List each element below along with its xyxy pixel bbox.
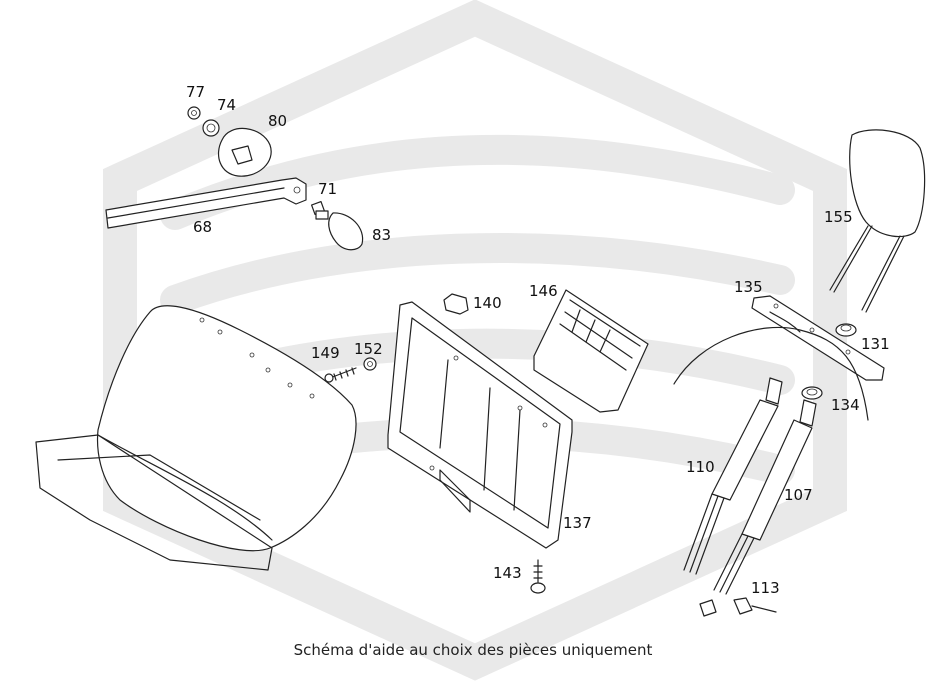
part-146-pad bbox=[533, 289, 649, 413]
label-part-74[interactable]: 74 bbox=[217, 96, 237, 114]
label-part-155[interactable]: 155 bbox=[824, 208, 853, 226]
part-77-nut bbox=[187, 106, 201, 120]
label-part-131[interactable]: 131 bbox=[861, 335, 890, 353]
label-part-77[interactable]: 77 bbox=[186, 83, 206, 101]
part-83-cap bbox=[328, 212, 364, 251]
backrest-outline bbox=[673, 326, 869, 421]
part-152-washer bbox=[363, 357, 377, 371]
label-part-68[interactable]: 68 bbox=[193, 218, 213, 236]
part-149-screw bbox=[324, 367, 357, 383]
part-74-washer bbox=[202, 119, 220, 137]
label-part-152[interactable]: 152 bbox=[354, 340, 383, 358]
part-110-strut bbox=[683, 377, 783, 575]
part-137-frame bbox=[387, 301, 573, 549]
part-68-rail bbox=[105, 177, 307, 229]
label-part-71[interactable]: 71 bbox=[318, 180, 338, 198]
label-part-143[interactable]: 143 bbox=[493, 564, 522, 582]
part-131-guide bbox=[835, 323, 857, 337]
part-140-clip bbox=[443, 293, 469, 315]
label-part-110[interactable]: 110 bbox=[686, 458, 715, 476]
label-part-140[interactable]: 140 bbox=[473, 294, 502, 312]
part-71-bolt bbox=[310, 200, 329, 220]
part-135-plate bbox=[751, 295, 885, 381]
label-part-113[interactable]: 113 bbox=[751, 579, 780, 597]
label-part-134[interactable]: 134 bbox=[831, 396, 860, 414]
label-part-83[interactable]: 83 bbox=[372, 226, 392, 244]
part-80-cover bbox=[217, 127, 272, 177]
part-134-ring bbox=[801, 386, 823, 400]
part-107-strut bbox=[713, 399, 817, 595]
label-part-137[interactable]: 137 bbox=[563, 514, 592, 532]
label-part-149[interactable]: 149 bbox=[311, 344, 340, 362]
label-part-146[interactable]: 146 bbox=[529, 282, 558, 300]
part-155-headrest bbox=[829, 129, 926, 313]
part-143-screw bbox=[530, 559, 546, 594]
label-part-135[interactable]: 135 bbox=[734, 278, 763, 296]
label-part-80[interactable]: 80 bbox=[268, 112, 288, 130]
part-113-connector bbox=[699, 597, 777, 617]
label-part-107[interactable]: 107 bbox=[784, 486, 813, 504]
diagram-caption: Schéma d'aide au choix des pièces unique… bbox=[293, 641, 653, 659]
seat-cushion bbox=[35, 305, 357, 571]
